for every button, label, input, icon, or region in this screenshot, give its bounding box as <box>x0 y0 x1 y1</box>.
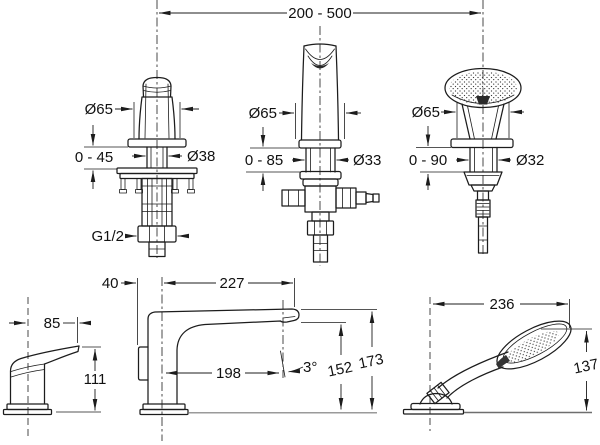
dim-label-valve-range: 0 - 45 <box>75 149 113 166</box>
dim-label-spout-d65: Ø65 <box>249 105 277 122</box>
spout-mouth-shadow <box>311 63 329 69</box>
handshower-side-view: 236 137 <box>402 296 600 431</box>
centerlines <box>156 0 484 266</box>
spout-side-view: 40 227 198 3° 152 173 <box>102 275 385 441</box>
dim-label-spout-outlet-reach: 198 <box>216 365 241 382</box>
dim-label-handle-height: 111 <box>84 371 107 388</box>
dim-label-shower-reach: 236 <box>489 296 514 313</box>
outlet-angle-line <box>280 350 286 378</box>
valve-front-view: Ø65 0 - 45 Ø38 G1/2 <box>75 76 215 258</box>
spout-front-view: Ø65 0 - 85 Ø33 <box>245 43 381 263</box>
dim-label-shower-range: 0 - 90 <box>409 152 447 169</box>
shower-head-front <box>444 67 522 109</box>
mounting-bolts <box>119 178 195 194</box>
dim-label-valve-d65: Ø65 <box>85 101 113 118</box>
shower-head-joint-shadow <box>476 96 490 105</box>
handle-side-view: 85 111 <box>2 297 107 438</box>
handshower-front-view: Ø65 0 - 90 Ø32 <box>409 67 544 254</box>
handle-joint-shadow <box>496 355 510 369</box>
dim-label-shower-d65: Ø65 <box>412 104 440 121</box>
overall-span-dimension: 200 - 500 <box>159 5 481 22</box>
dim-label-spout-total-height: 173 <box>357 351 385 373</box>
dim-label-spout-range: 0 - 85 <box>245 152 283 169</box>
dim-label-spout-d33: Ø33 <box>353 152 381 169</box>
dim-label-spout-outlet-height: 152 <box>326 359 354 381</box>
dim-label-spout-offset: 40 <box>102 275 119 292</box>
dim-label-shower-height: 137 <box>572 356 600 378</box>
dim-label-valve-d38: Ø38 <box>187 148 215 165</box>
dim-label-valve-thread: G1/2 <box>91 228 124 245</box>
dim-label-spout-angle: 3° <box>303 359 317 376</box>
dim-label-spout-reach: 227 <box>219 275 244 292</box>
dim-label-shower-d32: Ø32 <box>516 152 544 169</box>
dim-label-overall-span: 200 - 500 <box>288 5 351 22</box>
dim-label-handle-reach: 85 <box>44 315 61 332</box>
handle-grip-band <box>426 381 450 405</box>
shower-head-side <box>496 320 572 370</box>
